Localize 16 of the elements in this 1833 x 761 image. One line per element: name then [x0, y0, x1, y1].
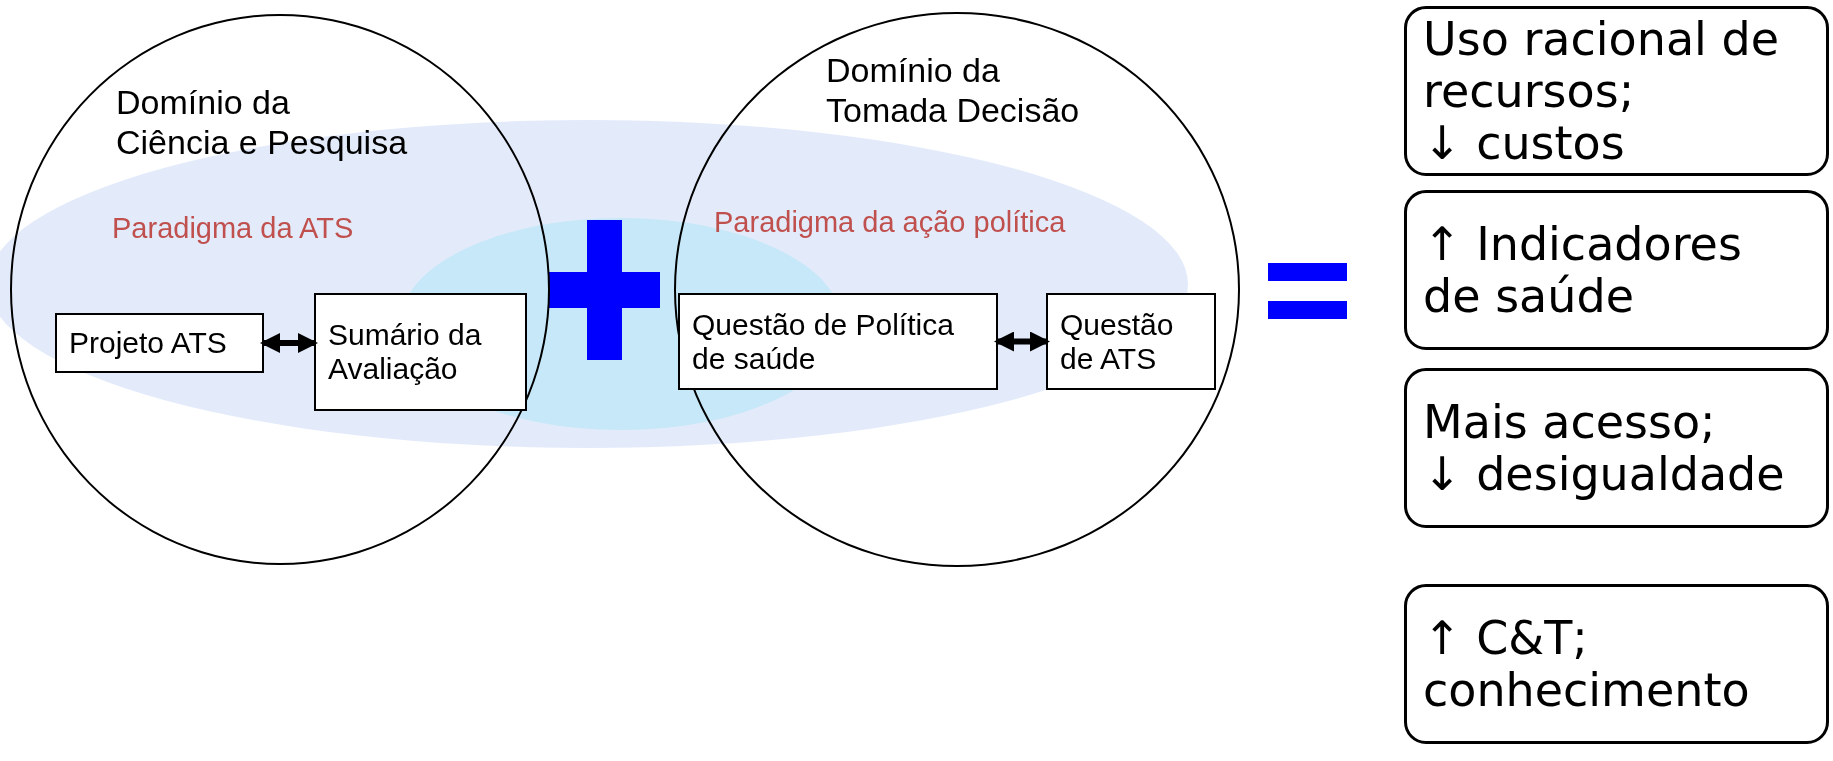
double-arrow	[994, 331, 1050, 352]
domain-circle	[10, 14, 550, 565]
outcome-box: Uso racional de recursos; ↓ custos	[1404, 6, 1829, 176]
outcome-box: ↑ C&T; conhecimento	[1404, 584, 1829, 744]
domain-circle	[674, 12, 1240, 567]
process-box: Questão de ATS	[1046, 293, 1216, 390]
double-arrow	[260, 333, 318, 353]
process-box: Sumário da Avaliação	[314, 293, 527, 411]
domain-title: Domínio da Tomada Decisão	[826, 50, 1081, 130]
process-box: Projeto ATS	[55, 313, 264, 373]
paradigm-label: Paradigma da ATS	[112, 212, 354, 245]
outcome-box: Mais acesso; ↓ desigualdade	[1404, 368, 1829, 528]
outcome-box: ↑ Indicadores de saúde	[1404, 190, 1829, 350]
process-box: Questão de Política de saúde	[678, 293, 998, 390]
domain-title: Domínio da Ciência e Pesquisa	[116, 82, 409, 162]
paradigm-label: Paradigma da ação política	[714, 206, 1066, 239]
